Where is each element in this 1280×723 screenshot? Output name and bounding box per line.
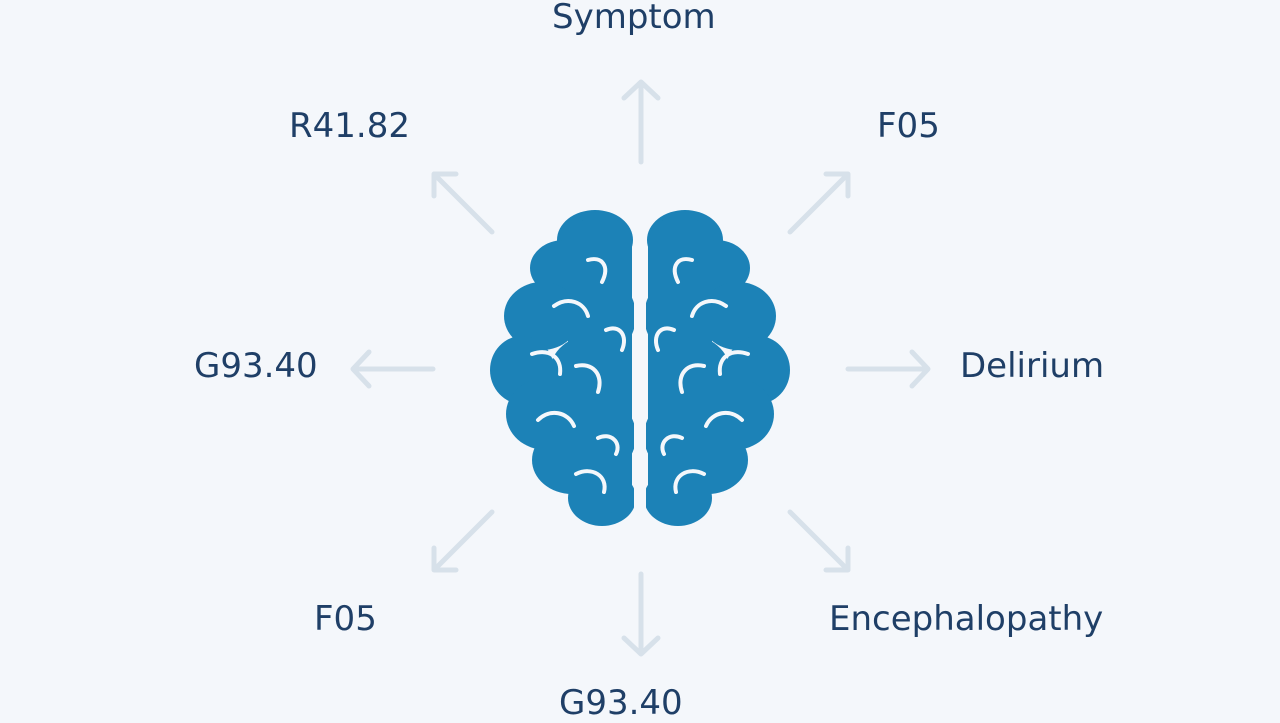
label-bottom-left: F05 (314, 599, 377, 639)
arrow-icon (431, 171, 495, 235)
label-bottom: G93.40 (559, 683, 683, 723)
arrow-icon (350, 349, 436, 389)
brain-icon (490, 206, 790, 534)
label-top-left: R41.82 (289, 106, 410, 146)
label-bottom-right: Encephalopathy (829, 599, 1104, 639)
label-left: G93.40 (194, 346, 318, 386)
label-right: Delirium (960, 346, 1105, 386)
arrow-icon (621, 571, 661, 657)
arrow-icon (787, 171, 851, 235)
arrow-icon (621, 79, 661, 165)
arrow-icon (787, 509, 851, 573)
label-top-right: F05 (877, 106, 940, 146)
label-top: Symptom (552, 0, 716, 37)
arrow-icon (431, 509, 495, 573)
arrow-icon (845, 349, 931, 389)
